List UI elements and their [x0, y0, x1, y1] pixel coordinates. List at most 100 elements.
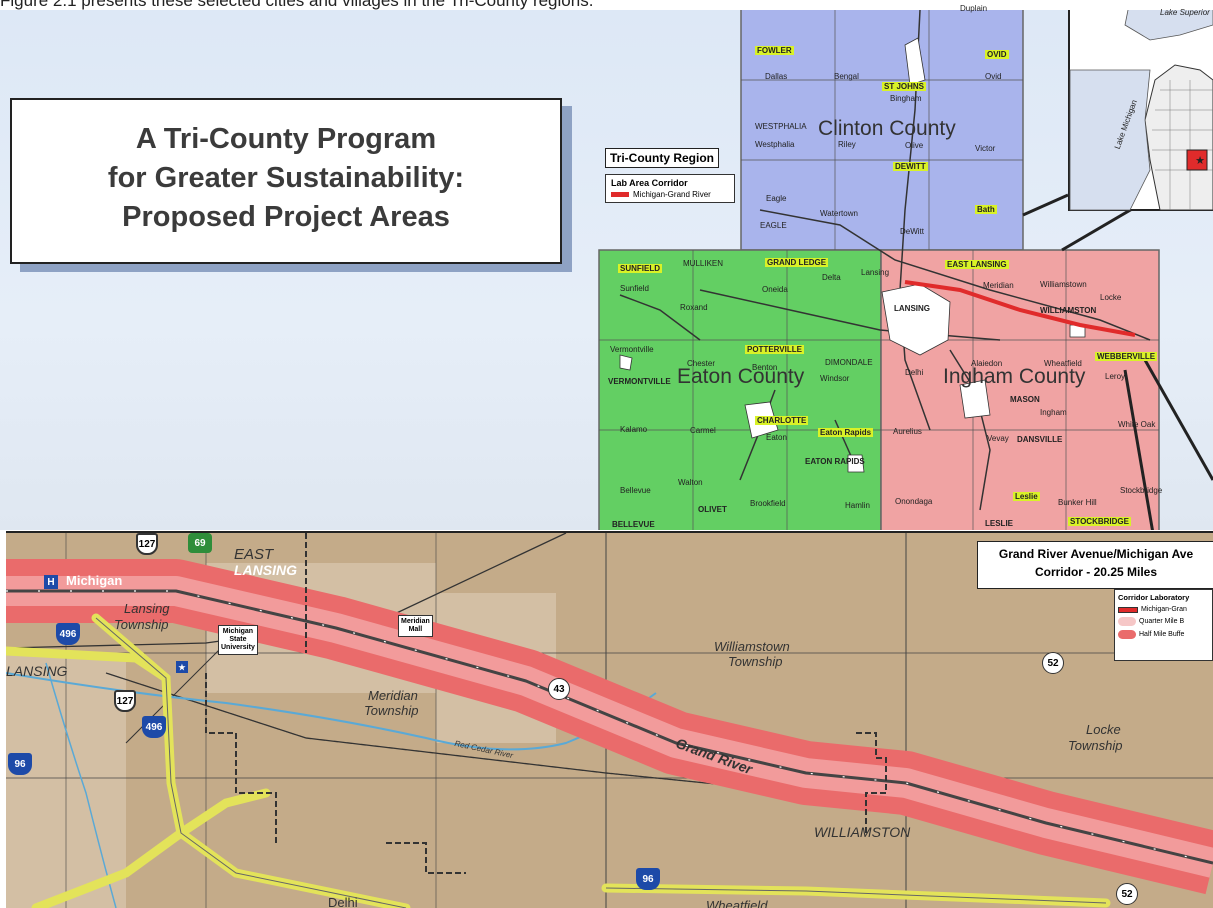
corridor-legend-heading: Corridor Laboratory — [1118, 593, 1190, 602]
east-label-line2: LANSING — [234, 562, 297, 578]
locke-line2: Township — [1068, 738, 1123, 753]
place-label: Bengal — [834, 72, 859, 81]
place-label: Windsor — [820, 374, 850, 383]
place-label: Wheatfield — [1044, 359, 1082, 368]
place-label: Ingham — [1040, 408, 1067, 417]
title-box: A Tri-County Program for Greater Sustain… — [10, 98, 562, 264]
corridor-legend-item: Quarter Mile B — [1139, 618, 1185, 625]
eaton-county-label: Eaton County — [677, 365, 805, 388]
williamstown-line2: Township — [728, 654, 783, 669]
eaton-county-area — [598, 249, 882, 530]
us127-shield: 127 — [136, 533, 158, 555]
place-label: Roxand — [680, 303, 708, 312]
place-label: Vermontville — [610, 345, 654, 354]
meridian-twp-line1: Meridian — [368, 688, 418, 703]
place-label: FOWLER — [755, 46, 794, 55]
place-label: EAGLE — [760, 221, 787, 230]
place-label: Stockbridge — [1120, 486, 1163, 495]
place-label: Locke — [1100, 293, 1122, 302]
quarter-mile-swatch — [1118, 617, 1136, 626]
us127-shield: 127 — [114, 690, 136, 712]
inset-connector-1 — [1022, 193, 1069, 217]
place-label: Lansing — [861, 268, 890, 277]
corridor-legend-item: Half Mile Buffe — [1139, 631, 1185, 638]
place-label: Onondaga — [895, 497, 933, 506]
i496-shield: 496 — [142, 716, 166, 738]
tri-county-sheet: ★ Lake Superior Lake Michigan A Tri-Coun… — [0, 4, 1213, 530]
place-label: LESLIE — [985, 519, 1014, 528]
place-label: DIMONDALE — [825, 358, 873, 367]
place-label: Williamstown — [1040, 280, 1087, 289]
place-label: Leroy — [1105, 372, 1126, 381]
lower-connector-1 — [1123, 369, 1154, 530]
title-line-3: Proposed Project Areas — [122, 201, 450, 233]
place-label: Carmel — [690, 426, 716, 435]
place-label: Westphalia — [755, 140, 795, 149]
place-label: Dallas — [765, 72, 788, 81]
place-label: Bingham — [890, 94, 922, 103]
place-label: Bath — [975, 205, 997, 214]
place-label: Duplain — [960, 4, 988, 13]
place-label: Chester — [687, 359, 716, 368]
corridor-line-swatch — [1118, 606, 1138, 613]
delhi-label: Delhi — [328, 895, 358, 908]
place-label: MULLIKEN — [683, 259, 724, 268]
corridor-legend: Corridor Laboratory Michigan-Gran Quarte… — [1114, 589, 1213, 661]
place-label: EAST LANSING — [945, 260, 1009, 269]
place-label: STOCKBRIDGE — [1068, 517, 1131, 526]
place-label: Brookfield — [750, 499, 786, 508]
wheatfield-label: Wheatfield — [706, 898, 768, 908]
place-label: Vevay — [987, 434, 1009, 443]
i96-shield: 96 — [8, 753, 32, 775]
place-label: SUNFIELD — [618, 264, 662, 273]
place-label: Bunker Hill — [1058, 498, 1097, 507]
place-label: White Oak — [1118, 420, 1156, 429]
star-icon: ★ — [176, 661, 188, 673]
i496-shield: 496 — [56, 623, 80, 645]
svg-text:★: ★ — [1195, 155, 1205, 167]
place-label: Hamlin — [845, 501, 870, 510]
corridor-detail-svg — [6, 533, 1213, 908]
place-label: LANSING — [894, 304, 930, 313]
region-legend: Tri-County Region Lab Area Corridor Mich… — [605, 148, 735, 203]
figure-caption: Figure 2.1 presents these selected citie… — [0, 0, 594, 10]
place-label: Alaiedon — [971, 359, 1003, 368]
callout-line2: Corridor - 20.25 Miles — [1034, 565, 1158, 579]
place-label: Meridian — [983, 281, 1014, 290]
place-label: Eaton Rapids — [818, 428, 874, 437]
place-label: DEWITT — [893, 162, 928, 171]
place-label: Ovid — [985, 72, 1002, 81]
place-label: Delhi — [905, 368, 924, 377]
locke-line1: Locke — [1086, 722, 1121, 737]
lansing-label: LANSING — [6, 663, 68, 679]
region-legend-item: Michigan-Grand River — [633, 190, 711, 199]
williamstown-line1: Williamstown — [714, 639, 790, 654]
place-label: WILLIAMSTON — [1040, 306, 1097, 315]
place-label: Kalamo — [620, 425, 648, 434]
hospital-icon: H — [44, 575, 58, 589]
place-label: EATON RAPIDS — [805, 457, 865, 466]
place-label: GRAND LEDGE — [765, 258, 829, 267]
m52-shield: 52 — [1116, 883, 1138, 905]
place-label: Benton — [752, 363, 778, 372]
meridian-twp-line2: Township — [364, 703, 419, 718]
place-label: Victor — [975, 144, 996, 153]
place-label: Walton — [678, 478, 703, 487]
corridor-callout: Grand River Avenue/Michigan Ave Corridor… — [977, 541, 1213, 589]
region-legend-heading: Lab Area Corridor — [611, 178, 688, 188]
county-map-svg: ★ — [598, 10, 1213, 530]
route69-shield: 69 — [188, 533, 212, 553]
half-mile-swatch — [1118, 630, 1136, 639]
place-label: Olive — [905, 141, 924, 150]
place-label: Aurelius — [893, 427, 922, 436]
lansing-twp-line2: Township — [114, 617, 169, 632]
i96-shield: 96 — [636, 868, 660, 890]
lansing-twp-line1: Lansing — [124, 601, 170, 616]
place-label: DANSVILLE — [1017, 435, 1063, 444]
highways — [619, 10, 1151, 511]
callout-line1: Grand River Avenue/Michigan Ave — [998, 547, 1194, 561]
title-line-1: A Tri-County Program — [135, 123, 437, 155]
place-label: Sunfield — [620, 284, 649, 293]
